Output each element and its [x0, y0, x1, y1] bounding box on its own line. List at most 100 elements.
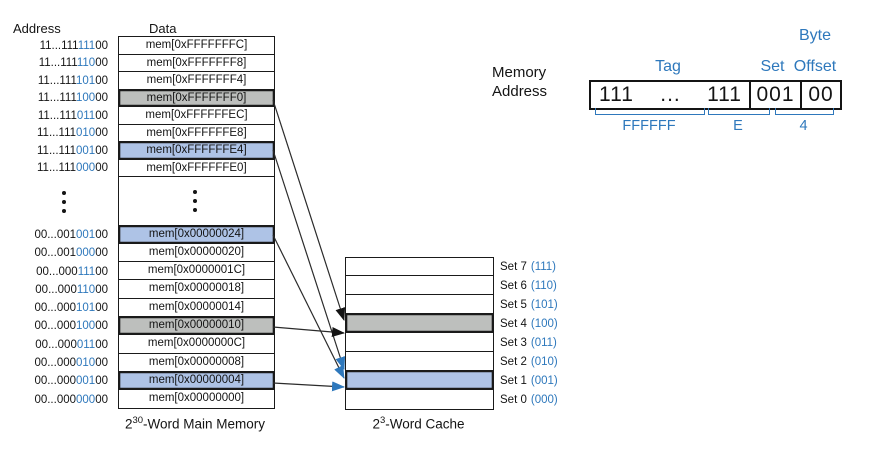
memory-cell-value: mem[0x0000001C]	[147, 264, 246, 277]
address-label: 00...00000100	[0, 372, 112, 390]
set-index-bits: (000)	[530, 393, 558, 406]
offset-bits: 00	[95, 144, 108, 157]
offset-bits: 00	[95, 57, 108, 69]
memory-ellipsis-cell	[119, 177, 274, 226]
cache-set-row	[346, 351, 493, 371]
tag-bits: 00...000	[35, 338, 77, 351]
set-bits: 010	[76, 127, 96, 139]
offset-field-cell: 00	[800, 82, 840, 108]
cache-set-label: Set 7(111)	[500, 258, 558, 277]
set-index-bits: (100)	[530, 318, 558, 331]
address-label: 11...11100100	[0, 143, 112, 161]
tag-field-cell: 111 ... 111	[591, 82, 749, 108]
set-name: Set 1	[500, 374, 527, 387]
offset-bits: 00	[95, 357, 108, 370]
address-label: 11...11110100	[0, 73, 112, 91]
cache-caption: 23-Word Cache	[345, 415, 492, 432]
memory-cell-value: mem[0xFFFFFFF0]	[146, 91, 247, 104]
arrow-ffffffe4-to-set1	[272, 149, 346, 370]
set-bits: 011	[76, 109, 96, 122]
hex-value-tag: FFFFFF	[622, 118, 676, 134]
offset-bits: 00	[95, 393, 108, 406]
memory-row: mem[0xFFFFFFFC]	[119, 37, 274, 55]
set-bits: 100	[76, 320, 96, 333]
set-name: Set 5	[500, 299, 527, 312]
memory-cell-value: mem[0x00000000]	[148, 392, 245, 405]
hex-bracket-tag	[595, 108, 705, 115]
tag-bits: 00...000	[34, 357, 77, 370]
set-bits: 101	[76, 74, 96, 87]
cache-set-labels: Set 7(111) Set 6(110) Set 5(101) Set 4(1…	[500, 258, 558, 409]
tag-bits: 11...111	[37, 74, 77, 87]
address-label: 11...11101000	[0, 125, 112, 143]
set-bits: 101	[76, 302, 96, 315]
set-index-bits: (101)	[530, 299, 558, 312]
memory-row: mem[0x00000010]	[119, 316, 274, 336]
set-bits: 000	[76, 162, 96, 174]
cache-set-label: Set 4(100)	[500, 315, 558, 334]
address-label: 11...11111100	[0, 38, 112, 56]
memory-row: mem[0x00000008]	[119, 353, 274, 372]
memory-cell-value: mem[0xFFFFFFFC]	[145, 39, 248, 51]
caption-text: -Word Cache	[385, 416, 465, 432]
cache-set-row	[346, 389, 493, 409]
tag-bits: 00...000	[34, 302, 77, 315]
cache-set-row	[346, 370, 493, 390]
set-name: Set 3	[500, 336, 527, 349]
cache-set-label: Set 3(011)	[500, 334, 558, 353]
caption-base: 2	[124, 416, 133, 432]
address-label: 00...00100100	[0, 226, 112, 244]
arrow-00000024-to-set1	[272, 234, 345, 379]
set-index-bits: (110)	[530, 280, 557, 293]
offset-bits: 00	[95, 92, 108, 104]
memory-row: mem[0xFFFFFFF8]	[119, 54, 274, 72]
byte-field-label: Byte	[798, 27, 831, 44]
set-bits: 100	[76, 92, 96, 104]
memory-row: mem[0x00000014]	[119, 298, 274, 317]
address-label: 00...00011000	[0, 281, 112, 299]
cache-table	[345, 256, 494, 410]
set-bits: 000	[76, 393, 96, 406]
tag-field-label: Tag	[655, 58, 681, 75]
cache-set-row	[346, 333, 493, 352]
memory-cell-value: mem[0x00000010]	[148, 318, 245, 331]
set-index-bits: (111)	[530, 261, 556, 274]
set-bits: 111	[77, 39, 96, 52]
memory-cell-value: mem[0x00000020]	[148, 245, 245, 258]
cache-set-label: Set 5(101)	[500, 296, 558, 315]
set-bits: 001	[76, 375, 96, 388]
tag-bits-left: 111	[599, 83, 634, 106]
memory-cell-value: mem[0x00000008]	[148, 355, 245, 368]
tag-bits: 11...111	[39, 39, 78, 52]
set-bits: 111	[77, 265, 96, 278]
caption-exponent: 30	[132, 415, 144, 426]
memory-cell-value: mem[0x00000014]	[148, 300, 245, 313]
address-column-header: Address	[13, 21, 61, 36]
cache-set-label: Set 0(000)	[500, 390, 558, 409]
set-bits: 000	[76, 247, 96, 260]
tag-bits: 11...111	[37, 109, 77, 122]
address-label: 11...11100000	[0, 160, 112, 178]
cache-set-label: Set 2(010)	[500, 352, 558, 371]
set-name: Set 2	[500, 355, 527, 368]
tag-bits: 11...111	[37, 144, 77, 157]
set-field-label: Set	[760, 58, 785, 75]
set-index-bits: (001)	[530, 374, 558, 387]
tag-bits: 00...000	[34, 320, 77, 333]
tag-bits: 00...000	[34, 375, 77, 388]
memory-row: mem[0x00000020]	[119, 243, 274, 263]
vertical-ellipsis	[193, 189, 197, 212]
offset-bits: 00	[95, 375, 108, 388]
address-label: 00...00001000	[0, 354, 112, 372]
cache-set-row	[346, 276, 493, 296]
memory-row: mem[0x00000018]	[119, 280, 274, 299]
address-label: 00...00000000	[0, 391, 112, 409]
address-label: 00...00100000	[0, 244, 112, 262]
memory-address-box: 111 ... 111 001 00	[589, 80, 842, 110]
address-label: 00...00011100	[0, 263, 112, 281]
address-ellipsis-cell	[0, 178, 112, 227]
address-label: 11...11110000	[0, 90, 112, 108]
set-name: Set 6	[500, 280, 527, 293]
memory-row: mem[0x00000004]	[119, 371, 274, 391]
set-field-cell: 001	[749, 82, 800, 108]
